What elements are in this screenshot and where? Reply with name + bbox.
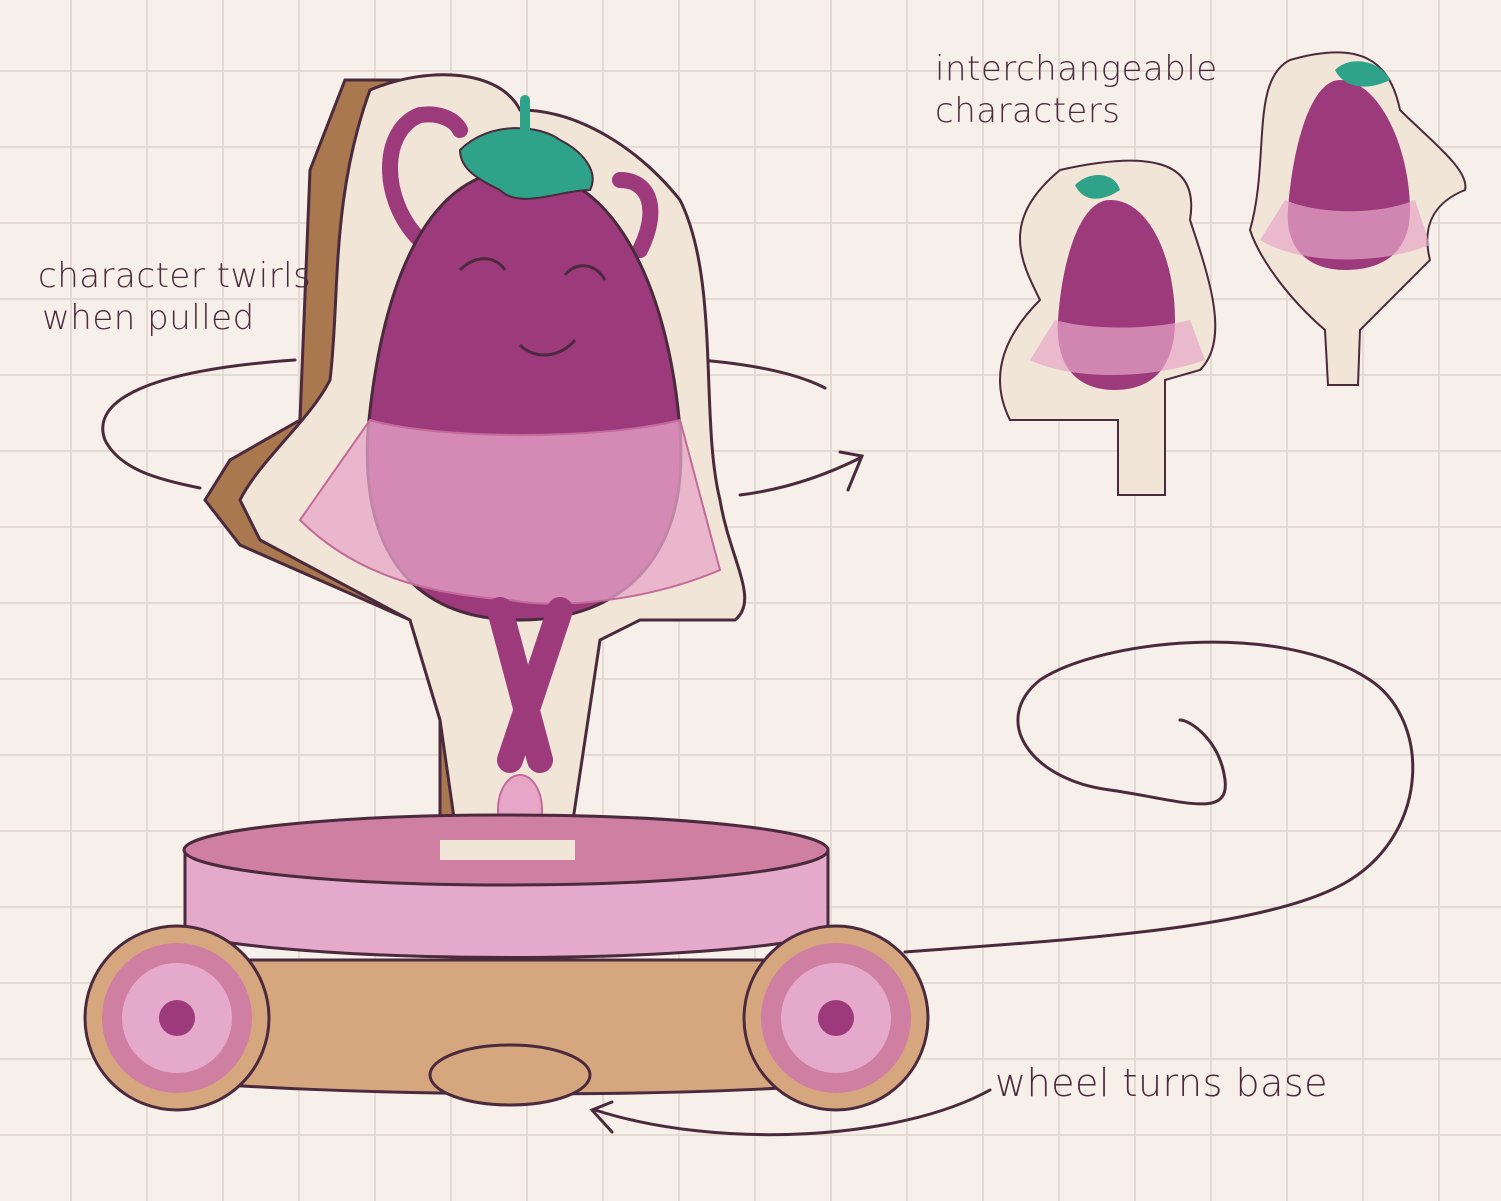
annotation-interchangeable: interchangeable characters: [935, 48, 1218, 132]
annotation-interchangeable-line1: interchangeable: [935, 49, 1218, 89]
annotation-twirl-line1: character twirls: [38, 256, 312, 296]
pull-string: [589, 640, 1415, 1137]
annotation-twirl-line2: when pulled: [42, 298, 255, 338]
twirl-arrow: [101, 358, 865, 497]
annotation-interchangeable-line2: characters: [935, 91, 1121, 131]
main-character-cutout: [203, 73, 747, 862]
wheel-left: [83, 924, 271, 1112]
alt-character-1: [999, 159, 1217, 496]
annotation-twirl: character twirls when pulled: [38, 255, 311, 339]
annotation-wheel: wheel turns base: [995, 1061, 1329, 1105]
wheel-right: [742, 924, 930, 1112]
alt-character-2: [1248, 51, 1467, 386]
